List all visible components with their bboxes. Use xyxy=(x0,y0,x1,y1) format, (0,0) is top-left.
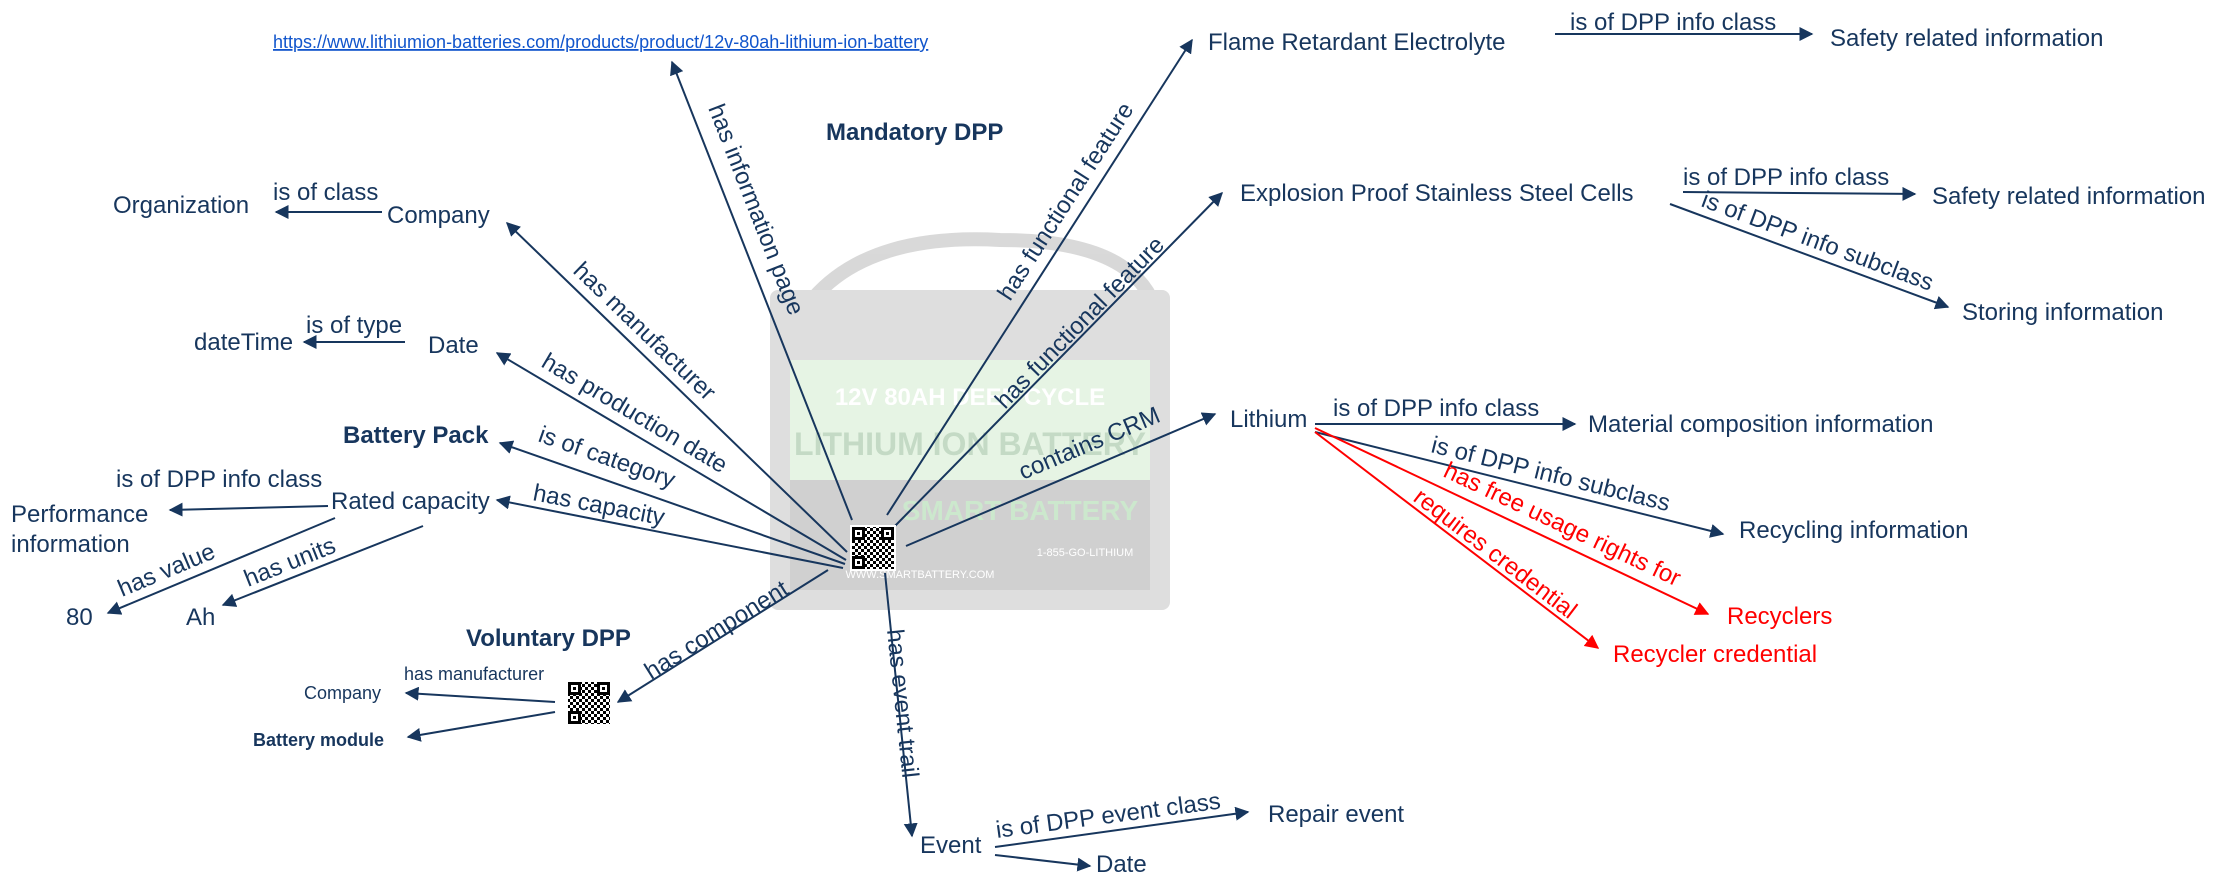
edge-has-component xyxy=(616,569,829,703)
node-lithium: Lithium xyxy=(1230,406,1307,433)
label-is-of-type: is of type xyxy=(306,312,402,339)
node-datetime: dateTime xyxy=(194,329,293,356)
label-is-of-dpp-event-class: is of DPP event class xyxy=(994,788,1222,844)
edge-has-value xyxy=(106,517,336,615)
edge-is-of-dpp-info-subclass-lithium xyxy=(1314,431,1725,538)
node-event: Event xyxy=(920,832,982,859)
node-recycler-credential: Recycler credential xyxy=(1613,641,1817,668)
node-ah: Ah xyxy=(186,604,215,631)
node-company: Company xyxy=(387,202,490,229)
heading-battery-pack: Battery Pack xyxy=(343,422,489,449)
label-has-event-trail: has event trail xyxy=(881,628,923,779)
node-material-composition-information: Material composition information xyxy=(1588,411,1933,438)
battery-main-text: LITHIUM ION BATTERY xyxy=(794,426,1146,462)
label-has-information-page: has information page xyxy=(702,100,809,319)
label-has-capacity: has capacity xyxy=(531,479,667,531)
edge-has-manufacturer xyxy=(505,222,848,553)
edge-has-manufacturer-small xyxy=(404,686,556,703)
edge-is-of-dpp-info-subclass-explosion xyxy=(1669,203,1950,310)
edge-has-information-page xyxy=(670,60,853,521)
label-is-of-dpp-info-class-flame: is of DPP info class xyxy=(1570,9,1776,36)
edges xyxy=(106,27,1950,872)
edge-contains-crm xyxy=(905,412,1217,547)
label-is-of-class: is of class xyxy=(273,179,378,206)
nodes: https://www.lithiumion-batteries.com/pro… xyxy=(11,25,2205,876)
node-performance-information-line1: Performance xyxy=(11,501,148,528)
node-organization: Organization xyxy=(113,192,249,219)
label-is-of-dpp-info-subclass-explosion: is of DPP info subclass xyxy=(1698,186,1937,296)
node-event-date: Date xyxy=(1096,851,1147,876)
node-recyclers: Recyclers xyxy=(1727,603,1832,630)
edge-requires-credential xyxy=(1314,431,1600,649)
node-safety-related-information-1: Safety related information xyxy=(1830,25,2103,52)
information-page-link[interactable]: https://www.lithiumion-batteries.com/pro… xyxy=(273,32,928,52)
edge-has-production-date xyxy=(495,352,847,561)
edge-is-of-dpp-info-class-explosion xyxy=(1682,186,1917,201)
edge-event-date xyxy=(994,854,1092,872)
qr-code-icon-small xyxy=(566,680,612,726)
battery-brand-text: SMART BATTERY xyxy=(902,495,1139,526)
label-is-of-dpp-info-class-rated: is of DPP info class xyxy=(116,466,322,493)
edge-has-functional-feature-2 xyxy=(892,192,1223,529)
edge-has-functional-feature-1 xyxy=(886,38,1193,516)
edge-has-free-usage-rights-for xyxy=(1314,427,1710,615)
label-is-of-dpp-info-class-explosion: is of DPP info class xyxy=(1683,164,1889,191)
qr-code-icon xyxy=(850,525,896,571)
node-storing-information: Storing information xyxy=(1962,299,2163,326)
node-battery-module: Battery module xyxy=(253,730,384,750)
heading-voluntary-dpp: Voluntary DPP xyxy=(466,625,631,652)
node-company-small: Company xyxy=(304,683,381,703)
node-safety-related-information-2: Safety related information xyxy=(1932,183,2205,210)
edge-battery-module xyxy=(406,711,556,742)
battery-top-text: 12V 80AH DEEP CYCLE xyxy=(835,384,1105,411)
edge-has-event-trail xyxy=(884,572,918,838)
node-value-80: 80 xyxy=(66,604,93,631)
node-flame-retardant-electrolyte: Flame Retardant Electrolyte xyxy=(1208,29,1505,56)
node-recycling-information: Recycling information xyxy=(1739,517,1968,544)
label-is-of-dpp-info-class-lithium: is of DPP info class xyxy=(1333,395,1539,422)
edge-is-of-dpp-info-class-rated xyxy=(168,502,329,517)
node-date: Date xyxy=(428,332,479,359)
node-explosion-proof-cells: Explosion Proof Stainless Steel Cells xyxy=(1240,180,1634,207)
edge-is-of-category xyxy=(498,440,846,565)
edge-has-units xyxy=(221,525,424,607)
label-has-component: has component xyxy=(640,575,794,685)
node-repair-event: Repair event xyxy=(1268,801,1404,828)
node-performance-information-line2: information xyxy=(11,531,130,558)
heading-mandatory-dpp: Mandatory DPP xyxy=(826,119,1003,146)
label-has-units: has units xyxy=(240,532,339,592)
battery-site-text: WWW.SMARTBATTERY.COM xyxy=(846,569,995,581)
battery-phone-text: 1-855-GO-LITHIUM xyxy=(1037,547,1134,559)
edge-has-capacity xyxy=(495,495,844,569)
edge-is-of-dpp-event-class xyxy=(994,806,1250,848)
label-has-manufacturer-small: has manufacturer xyxy=(404,664,544,684)
node-rated-capacity: Rated capacity xyxy=(331,488,490,515)
